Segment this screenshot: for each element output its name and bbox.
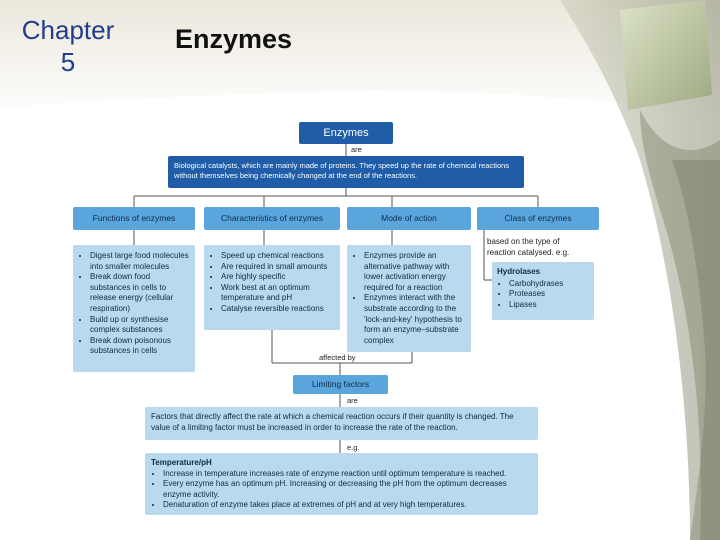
list-item: Speed up chemical reactions [221, 251, 335, 262]
chapter-label: Chapter 5 [8, 14, 128, 78]
temperature-ph-box: Temperature/pH Increase in temperature i… [145, 453, 538, 515]
temperature-list: Increase in temperature increases rate o… [151, 469, 532, 511]
characteristics-list-box: Speed up chemical reactions Are required… [204, 245, 340, 330]
root-link-label: are [351, 145, 362, 154]
list-item: Work best at an optimum temperature and … [221, 283, 335, 304]
list-item: Denaturation of enzyme takes place at ex… [163, 500, 532, 511]
limiting-definition-box: Factors that directly affect the rate at… [145, 407, 538, 440]
limiting-link-label: are [347, 396, 358, 405]
temperature-heading: Temperature/pH [151, 458, 212, 467]
list-item: Break down food substances in cells to r… [90, 272, 190, 314]
list-item: Lipases [509, 300, 589, 311]
mode-list-box: Enzymes provide an alternative pathway w… [347, 245, 471, 352]
example-link-label: e.g. [347, 443, 360, 452]
limiting-factors-label: Limiting factors [311, 379, 370, 389]
chapter-word: Chapter [21, 15, 115, 45]
functions-heading-label: Functions of enzymes [92, 213, 176, 223]
limiting-definition-text: Factors that directly affect the rate at… [151, 412, 514, 432]
category-class-heading: Class of enzymes [477, 207, 599, 230]
list-item: Increase in temperature increases rate o… [163, 469, 532, 480]
affected-by-label: affected by [319, 353, 356, 362]
root-label: Enzymes [323, 127, 369, 139]
class-basis-text: based on the type of reaction catalysed.… [487, 237, 570, 257]
category-mode-heading: Mode of action [347, 207, 471, 230]
mode-list: Enzymes provide an alternative pathway w… [352, 251, 466, 346]
list-item: Proteases [509, 289, 589, 300]
category-characteristics-heading: Characteristics of enzymes [204, 207, 340, 230]
class-heading-label: Class of enzymes [504, 213, 572, 223]
hydrolases-heading: Hydrolases [497, 267, 541, 276]
limiting-factors-node: Limiting factors [293, 375, 388, 394]
category-functions-heading: Functions of enzymes [73, 207, 195, 230]
definition-text: Biological catalysts, which are mainly m… [174, 161, 510, 180]
chapter-number: 5 [60, 47, 76, 77]
characteristics-heading-label: Characteristics of enzymes [220, 213, 324, 223]
list-item: Build up or synthesise complex substance… [90, 315, 190, 336]
definition-node: Biological catalysts, which are mainly m… [168, 156, 524, 188]
mode-heading-label: Mode of action [381, 213, 437, 223]
hydrolases-box: Hydrolases Carbohydrases Proteases Lipas… [492, 262, 594, 320]
list-item: Enzymes interact with the substrate acco… [364, 293, 466, 346]
root-node: Enzymes [299, 122, 393, 144]
functions-list: Digest large food molecules into smaller… [78, 251, 190, 357]
list-item: Are highly specific [221, 272, 335, 283]
functions-list-box: Digest large food molecules into smaller… [73, 245, 195, 372]
hydrolases-list: Carbohydrases Proteases Lipases [497, 279, 589, 311]
list-item: Every enzyme has an optimum pH. Increasi… [163, 479, 532, 500]
list-item: Break down poisonous substances in cells [90, 336, 190, 357]
list-item: Catalyse reversible reactions [221, 304, 335, 315]
list-item: Digest large food molecules into smaller… [90, 251, 190, 272]
list-item: Carbohydrases [509, 279, 589, 290]
characteristics-list: Speed up chemical reactions Are required… [209, 251, 335, 315]
list-item: Are required in small amounts [221, 262, 335, 273]
slide-title: Enzymes [175, 24, 293, 54]
list-item: Enzymes provide an alternative pathway w… [364, 251, 466, 293]
